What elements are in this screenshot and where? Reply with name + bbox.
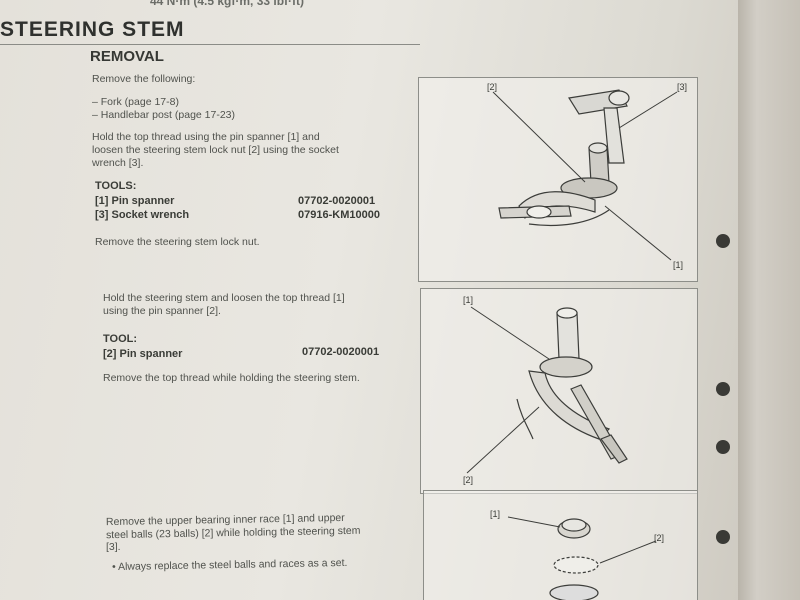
step1-after: Remove the steering stem lock nut. (95, 236, 260, 248)
step1-tools-label: TOOLS: (95, 180, 137, 192)
figure-top-thread-drawing (466, 306, 628, 474)
binder-hole (716, 234, 730, 248)
step1-tool1-part: 07702-0020001 (298, 195, 376, 207)
step2-tool-label: TOOL: (103, 333, 138, 345)
step2-instruction-line2: using the pin spanner [2]. (103, 305, 221, 317)
fig3-callout-1: [1] (490, 509, 501, 519)
step1-instruction-line1: Hold the top thread using the pin spanne… (92, 131, 320, 143)
figure-bearing-race-removal: [1] [2] (423, 490, 698, 600)
step1-tool1-name: [1] Pin spanner (95, 195, 175, 207)
torque-spec: 44 N·m (4.5 kgf·m, 33 lbf·ft) (150, 0, 305, 8)
figure-top-thread-removal: [1] [2] (420, 288, 698, 494)
binder-hole (716, 440, 730, 454)
step1-instruction-line3: wrench [3]. (92, 157, 144, 169)
step1-instruction-line2: loosen the steering stem lock nut [2] us… (92, 144, 339, 156)
step1-item-fork: – Fork (page 17-8) (92, 96, 179, 108)
step2-tool-part: 07702-0020001 (302, 346, 380, 358)
fig1-callout-3: [3] (677, 82, 688, 92)
step2-instruction-line1: Hold the steering stem and loosen the to… (103, 292, 345, 304)
fig1-callout-2: [2] (487, 82, 498, 92)
fig3-callout-2: [2] (654, 533, 665, 543)
step1-tool2-part: 07916-KM10000 (298, 209, 380, 221)
next-page-edge (738, 0, 800, 600)
binder-hole (716, 382, 730, 396)
step1-item-handlebar: – Handlebar post (page 17-23) (92, 109, 236, 121)
step3-note: • Always replace the steel balls and rac… (111, 556, 348, 574)
figure-lock-nut-removal: [2] [3] [1] (418, 77, 698, 282)
figure-lock-nut-drawing (492, 89, 678, 261)
step1-intro: Remove the following: (92, 73, 196, 85)
manual-page: 44 N·m (4.5 kgf·m, 33 lbf·ft) STEERING S… (0, 0, 738, 600)
fig2-callout-1: [1] (463, 295, 474, 305)
section-title: STEERING STEM (0, 18, 185, 41)
step3-instruction-line3: [3]. (106, 541, 121, 553)
step1-tool2-name: [3] Socket wrench (95, 209, 190, 221)
removal-heading: REMOVAL (90, 48, 164, 65)
title-rule (0, 44, 420, 45)
step2-after: Remove the top thread while holding the … (103, 372, 360, 384)
fig1-callout-1: [1] (673, 260, 684, 270)
figure-bearing-race-drawing (507, 516, 657, 600)
fig2-callout-2: [2] (463, 475, 474, 485)
binder-hole (716, 530, 730, 544)
step2-tool-name: [2] Pin spanner (103, 348, 183, 360)
